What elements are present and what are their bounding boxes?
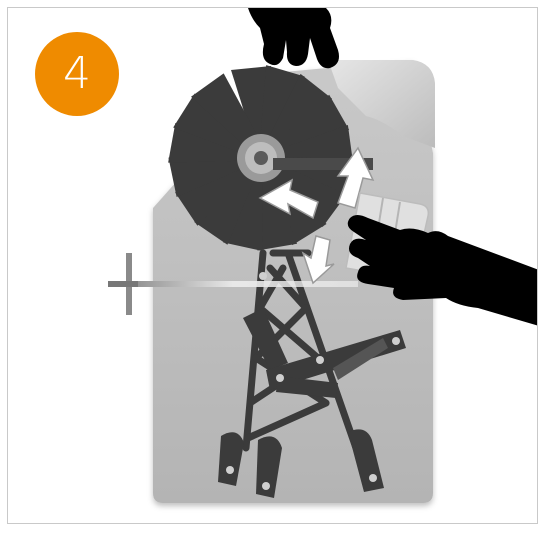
step-number-badge: 4 — [35, 32, 119, 116]
step-number: 4 — [63, 52, 91, 96]
illustration-frame: 4 — [7, 7, 538, 524]
hand-pointing-down-icon — [248, 8, 339, 68]
